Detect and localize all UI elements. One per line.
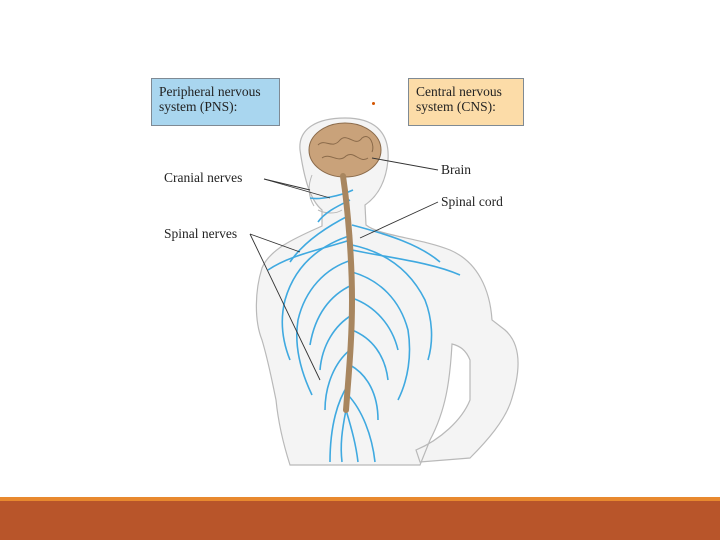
pns-line1: Peripheral nervous [159,84,261,99]
leader-lines [249,157,439,381]
pns-line2: system (PNS): [159,99,238,114]
brain [308,122,382,178]
brain-label: Brain [441,162,471,177]
cns-line2: system (CNS): [416,99,496,114]
spinal-cord-label: Spinal cord [441,194,503,209]
spinal-cord [340,173,356,413]
cranial-nerves-label: Cranial nerves [164,170,243,185]
stray-dot [372,102,375,105]
footer-stripe [0,497,720,501]
pns-label-box: Peripheral nervous system (PNS): [151,78,280,126]
cns-line1: Central nervous [416,84,502,99]
face-outline [308,174,343,214]
cns-label-box: Central nervous system (CNS): [408,78,524,126]
footer-bar [0,501,720,540]
spinal-nerves-label: Spinal nerves [164,226,238,241]
